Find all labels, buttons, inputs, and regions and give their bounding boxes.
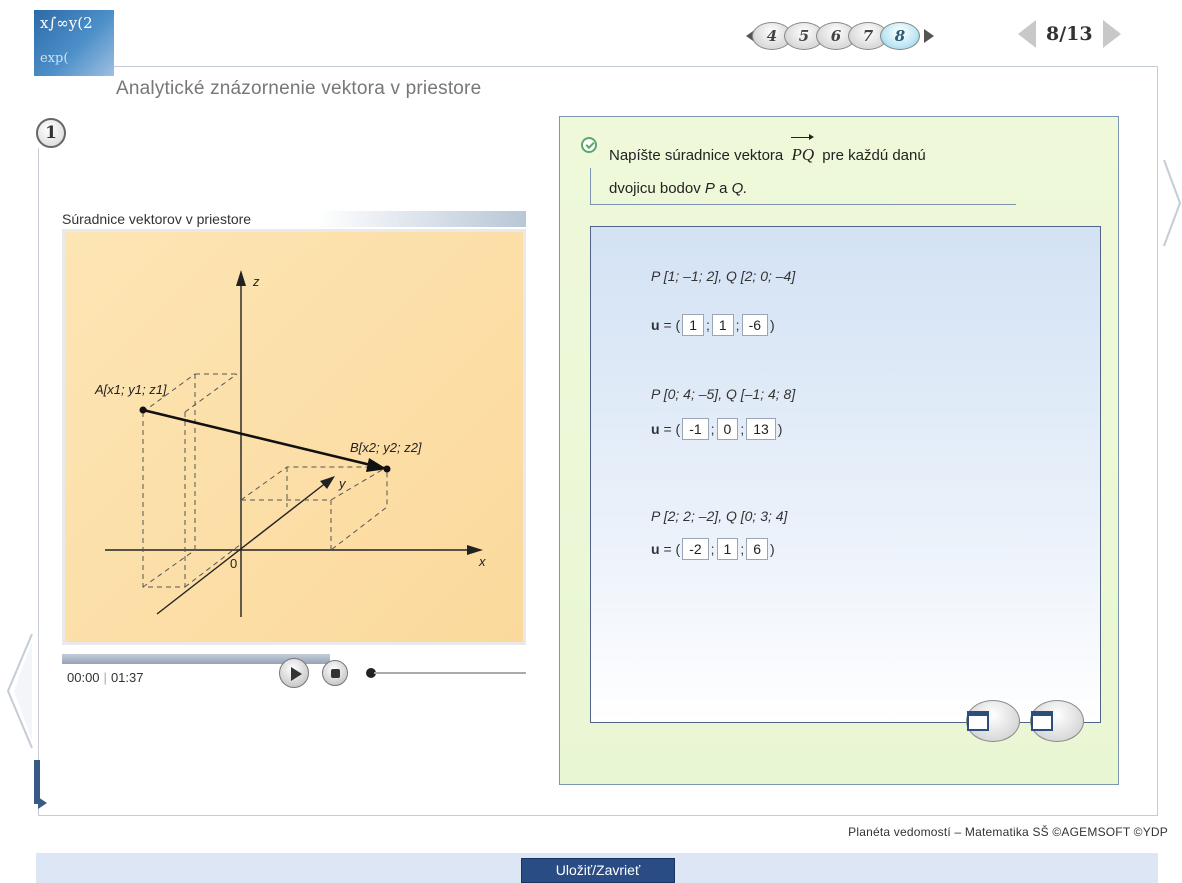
- frame-divider: [38, 815, 1158, 816]
- answer-input-2-x[interactable]: -1: [682, 418, 709, 440]
- task-text-part: pre každú danú: [822, 147, 926, 164]
- exercise-2-points: P [0; 4; –5], Q [–1; 4; 8]: [651, 386, 796, 402]
- check-answers-button[interactable]: [1030, 700, 1084, 742]
- y-axis-label: y: [339, 476, 346, 491]
- vector-ab: [142, 408, 376, 468]
- point-q-label: Q.: [731, 180, 748, 197]
- point-a-label: A[x1; y1; z1]: [95, 382, 167, 397]
- answer-input-3-x[interactable]: -2: [682, 538, 709, 560]
- side-next-icon[interactable]: [1162, 158, 1182, 248]
- page-button-4[interactable]: 4: [752, 22, 792, 50]
- next-page-icon[interactable]: [1102, 20, 1121, 48]
- video-time-total: 01:37: [110, 670, 144, 685]
- frame-divider: [38, 148, 39, 816]
- point-p-label: P: [704, 180, 715, 197]
- exercise-2-answer: u = ( -1; 0; 13): [651, 418, 782, 440]
- origin-label: 0: [230, 556, 238, 571]
- volume-slider-track[interactable]: [374, 672, 526, 674]
- answer-input-1-x[interactable]: 1: [682, 314, 704, 336]
- reset-icon: [967, 711, 989, 731]
- time-separator: |: [103, 670, 107, 685]
- z-axis-label: z: [253, 274, 260, 289]
- reset-button[interactable]: [966, 700, 1020, 742]
- exercise-3-points: P [2; 2; –2], Q [0; 3; 4]: [651, 508, 788, 524]
- task-text-part: a: [719, 180, 728, 197]
- logo-text-top: x∫∞y(2: [40, 14, 93, 32]
- footer-credit: Planéta vedomostí – Matematika SŠ ©AGEMS…: [848, 825, 1168, 839]
- point-b-label: B[x2; y2; z2]: [350, 440, 422, 455]
- task-instruction: Napíšte súradnice vektora PQ pre každú d…: [609, 134, 1029, 205]
- vector-ab-arrow-icon: [366, 458, 387, 472]
- video-progress-bar[interactable]: [62, 654, 330, 664]
- logo: x∫∞y(2 exp(: [34, 10, 114, 76]
- exercise-3-answer: u = ( -2; 1; 6): [651, 538, 775, 560]
- answer-input-3-y[interactable]: 1: [716, 538, 739, 560]
- box-a: [142, 373, 242, 588]
- logo-text-bottom: exp(: [40, 51, 69, 66]
- step-badge: 1: [36, 118, 66, 148]
- answer-input-2-z[interactable]: 13: [746, 418, 776, 440]
- save-close-button[interactable]: Uložiť/Zavrieť: [521, 858, 675, 883]
- page-counter-text: 8/13: [1046, 23, 1093, 45]
- frame-divider: [1157, 66, 1158, 816]
- u-label: u: [651, 421, 660, 437]
- vector-figure: [105, 270, 483, 617]
- video-time-current: 00:00: [67, 670, 100, 685]
- volume-slider-handle[interactable]: [366, 668, 376, 678]
- exercise-1-points: P [1; –1; 2], Q [2; 0; –4]: [651, 268, 796, 284]
- answer-area: [590, 226, 1101, 723]
- page-button-8[interactable]: 8: [880, 22, 920, 50]
- task-check-icon: [581, 137, 597, 153]
- lesson-title: Analytické znázornenie vektora v priesto…: [116, 78, 482, 99]
- video-time: 00:00|01:37: [67, 670, 143, 685]
- point-b: [383, 465, 391, 473]
- video-frame[interactable]: z y x 0 A[x1; y1; z1] B[x2; y2; z2]: [62, 229, 526, 645]
- stop-button[interactable]: [322, 660, 348, 686]
- page-strip-prev-icon[interactable]: [746, 29, 756, 43]
- page-strip: 4 5 6 7 8: [746, 22, 934, 50]
- y-axis-arrow-icon: [320, 476, 335, 489]
- point-a: [139, 406, 147, 414]
- side-prev-icon[interactable]: [4, 632, 34, 750]
- z-axis-arrow-icon: [236, 270, 246, 286]
- x-axis-arrow-icon: [467, 545, 483, 555]
- box-b: [240, 466, 388, 551]
- page-counter: 8/13: [1018, 20, 1121, 48]
- video-title: Súradnice vektorov v priestore: [62, 211, 526, 227]
- x-axis-label: x: [479, 554, 486, 569]
- prev-page-icon[interactable]: [1018, 20, 1036, 48]
- frame-divider: [114, 66, 1158, 67]
- side-tab[interactable]: [34, 760, 40, 804]
- u-label: u: [651, 317, 660, 333]
- answer-input-1-y[interactable]: 1: [711, 314, 734, 336]
- side-tab-play-icon[interactable]: [38, 797, 47, 809]
- task-divider: [590, 204, 1016, 205]
- answer-input-3-z[interactable]: 6: [746, 538, 769, 560]
- check-icon: [1031, 711, 1053, 731]
- play-button[interactable]: [279, 658, 309, 688]
- u-label: u: [651, 541, 660, 557]
- task-text-part: dvojicu bodov: [609, 180, 701, 197]
- task-text-part: Napíšte súradnice vektora: [609, 147, 784, 164]
- page-strip-next-icon[interactable]: [924, 29, 934, 43]
- y-axis: [156, 481, 328, 615]
- exercise-1-answer: u = ( 1; 1; -6): [651, 314, 775, 336]
- task-divider: [590, 168, 591, 205]
- answer-input-1-z[interactable]: -6: [741, 314, 769, 336]
- answer-input-2-y[interactable]: 0: [716, 418, 739, 440]
- vector-pq: PQ: [791, 134, 814, 171]
